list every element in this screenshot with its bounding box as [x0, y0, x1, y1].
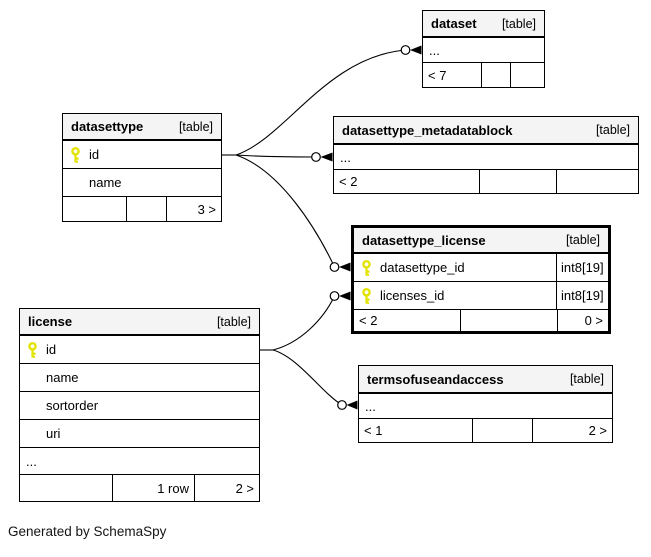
column-name: ...: [340, 149, 351, 165]
generator-credit: Generated by SchemaSpy: [8, 524, 167, 539]
table-datasettype-license[interactable]: datasettype_license [table] datasettype_…: [351, 225, 611, 334]
table-footer: < 2 0 >: [354, 310, 608, 331]
edge-datasettype-dataset: [235, 49, 406, 156]
primary-key-icon: [361, 287, 373, 304]
edge-datasettype-license-join: [235, 154, 335, 268]
edge-license-termsofuseandaccess: [272, 349, 343, 406]
table-title: datasettype_license: [362, 232, 486, 248]
table-header: datasettype_metadatablock [table]: [334, 117, 638, 145]
footer-rows-count: [480, 170, 557, 193]
table-header: dataset [table]: [423, 11, 544, 38]
footer-children-count: 2 >: [235, 480, 254, 496]
zero-or-more-circle-icon: [329, 291, 340, 301]
table-datasettype[interactable]: datasettype [table] id name 3 >: [62, 113, 222, 222]
column-row: ...: [20, 448, 259, 475]
table-footer: < 7: [423, 63, 544, 87]
footer-parents-count: [63, 197, 127, 221]
table-tag: [table]: [565, 233, 600, 247]
primary-key-icon: [70, 146, 82, 163]
arrowhead-icon: [339, 262, 351, 272]
footer-children-count: 2 >: [588, 423, 607, 438]
column-name: id: [46, 342, 57, 357]
column-name: datasettype_id: [380, 260, 465, 275]
primary-key-icon: [27, 341, 39, 358]
column-row: name: [63, 169, 221, 197]
edge-license-license-join: [272, 295, 335, 351]
column-row: ...: [423, 38, 544, 63]
footer-parents-count: < 7: [423, 63, 482, 87]
footer-children-count: 3 >: [197, 201, 216, 217]
footer-parents-count: < 2: [354, 310, 461, 331]
table-title: datasettype: [71, 119, 144, 134]
table-tag: [table]: [216, 314, 251, 329]
table-footer: < 1 2 >: [359, 419, 612, 442]
table-footer: 3 >: [63, 197, 221, 221]
footer-rows-count: [461, 310, 558, 331]
column-name: ...: [429, 42, 440, 58]
table-header: datasettype_license [table]: [354, 228, 608, 254]
table-tag: [table]: [569, 372, 604, 386]
zero-or-more-circle-icon: [311, 152, 321, 162]
footer-children-count: 0 >: [584, 313, 603, 328]
table-dataset[interactable]: dataset [table] ... < 7: [422, 10, 545, 88]
column-name: uri: [46, 426, 61, 441]
table-footer: < 2: [334, 170, 638, 193]
table-tag: [table]: [501, 16, 536, 31]
column-type: int8[19]: [556, 254, 608, 281]
zero-or-more-circle-icon: [329, 262, 340, 272]
footer-children-count: [557, 170, 638, 193]
column-name: licenses_id: [380, 288, 445, 303]
column-row: ...: [359, 394, 612, 419]
table-header: termsofuseandaccess [table]: [359, 366, 612, 394]
table-datasettype-metadatablock[interactable]: datasettype_metadatablock [table] ... < …: [333, 116, 639, 194]
footer-parents-count: < 1: [359, 419, 473, 442]
footer-parents-count: [20, 475, 113, 501]
column-name: id: [89, 147, 100, 162]
arrowhead-icon: [410, 45, 422, 55]
footer-parents-count: < 2: [334, 170, 480, 193]
zero-or-more-circle-icon: [337, 400, 347, 410]
column-name: ...: [26, 453, 37, 469]
arrowhead-icon: [320, 152, 333, 162]
column-row: id: [63, 141, 221, 169]
footer-rows-count: 1 row: [113, 475, 195, 501]
table-title: dataset: [431, 16, 477, 31]
footer-rows-count: [127, 197, 167, 221]
table-footer: 1 row 2 >: [20, 475, 259, 501]
column-row: datasettype_id int8[19]: [354, 254, 608, 282]
arrowhead-icon: [346, 400, 358, 410]
table-license[interactable]: license [table] id name sortorder uri ..…: [19, 308, 260, 502]
column-row: licenses_id int8[19]: [354, 282, 608, 310]
column-name: name: [46, 370, 79, 385]
column-row: sortorder: [20, 392, 259, 420]
table-title: datasettype_metadatablock: [342, 122, 513, 138]
zero-or-more-circle-icon: [400, 45, 411, 55]
column-name: name: [89, 175, 122, 190]
table-title: termsofuseandaccess: [367, 371, 504, 387]
arrowhead-icon: [339, 291, 351, 301]
table-termsofuseandaccess[interactable]: termsofuseandaccess [table] ... < 1 2 >: [358, 365, 613, 443]
footer-rows-count: [473, 419, 533, 442]
column-name: ...: [365, 398, 376, 414]
column-row: name: [20, 364, 259, 392]
table-header: license [table]: [20, 309, 259, 336]
edge-datasettype-metadatablock: [235, 154, 317, 158]
column-row: ...: [334, 145, 638, 170]
primary-key-icon: [361, 259, 373, 276]
column-row: id: [20, 336, 259, 364]
table-header: datasettype [table]: [63, 114, 221, 141]
column-type: int8[19]: [556, 282, 608, 309]
table-title: license: [28, 314, 73, 329]
table-tag: [table]: [595, 123, 630, 137]
footer-rows-count: [482, 63, 511, 87]
column-name: sortorder: [46, 398, 99, 413]
footer-children-count: [511, 63, 544, 87]
column-row: uri: [20, 420, 259, 448]
table-tag: [table]: [178, 119, 213, 134]
